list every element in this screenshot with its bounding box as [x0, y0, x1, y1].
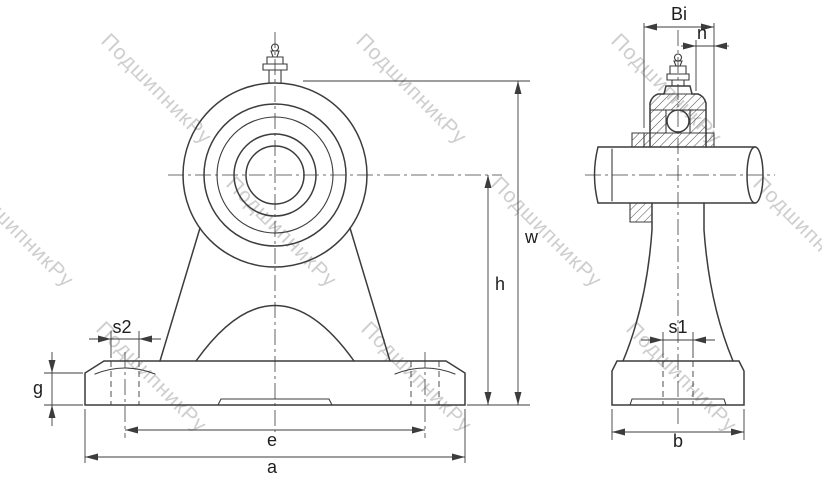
side-dimensions: Bi n s1 b: [611, 4, 745, 451]
dim-label-e: e: [267, 430, 277, 450]
dim-label-g: g: [33, 378, 43, 398]
watermark-text: ПодшипникРу: [96, 29, 216, 149]
dim-label-a: a: [267, 457, 278, 477]
lower-housing-outline: [629, 202, 653, 223]
grease-nipple-flange: [666, 73, 690, 81]
watermark-text: ПодшипникРу: [356, 317, 476, 437]
dim-label-h: h: [495, 274, 505, 294]
watermark-text: ПодшипникРу: [0, 172, 78, 292]
left-leg-outer-edge: [159, 227, 201, 362]
dim-label-Bi: Bi: [671, 4, 687, 24]
bearing-outer-ring-circle: [216, 116, 334, 234]
bearing-cap-outline: [649, 85, 707, 148]
base-outline: [84, 360, 466, 406]
right-bolt-boss-arc: [394, 367, 456, 375]
housing-boss-circle: [203, 103, 347, 247]
lower-housing-section-hatch: [629, 202, 653, 223]
left-bolt-boss-arc: [94, 367, 156, 375]
outer-ring-section-hatch: [649, 93, 707, 111]
dim-label-w: w: [524, 227, 539, 247]
grease-fitting-front: [262, 43, 288, 84]
dim-label-b: b: [673, 431, 683, 451]
outer-ring-right-hatch: [689, 109, 707, 134]
front-dimensions: w h a e s2 g: [33, 80, 539, 477]
side-base-outline: [611, 360, 745, 406]
pedestal-right-edge: [703, 202, 734, 362]
side-base-bottom-recess: [629, 398, 727, 406]
shaft-bore-circle: [245, 145, 305, 205]
dim-label-n: n: [697, 23, 707, 43]
right-leg-outer-edge: [349, 227, 391, 362]
housing-outer-circle: [182, 82, 368, 268]
outer-ring-left-hatch: [649, 109, 667, 134]
grease-fitting-side: [666, 53, 690, 87]
dim-label-s1: s1: [668, 317, 687, 337]
watermark-text: ПодшипникРу: [351, 29, 471, 149]
pedestal-left-edge: [622, 202, 653, 362]
shaft-left-end-arc: [593, 146, 599, 204]
watermark-text: ПодшипникРу: [91, 317, 211, 437]
base-bottom-recess: [217, 398, 333, 406]
leg-inner-arch: [195, 304, 355, 362]
front-view: [84, 32, 502, 438]
dim-label-s2: s2: [112, 317, 131, 337]
side-view: [585, 30, 775, 428]
shaft-right-end-ellipse: [746, 146, 764, 204]
grease-nipple-flange: [262, 63, 288, 71]
bearing-inner-ring-circle: [233, 133, 317, 217]
watermark-text: ПодшипникРу: [748, 172, 822, 292]
bearing-ball: [666, 109, 690, 133]
